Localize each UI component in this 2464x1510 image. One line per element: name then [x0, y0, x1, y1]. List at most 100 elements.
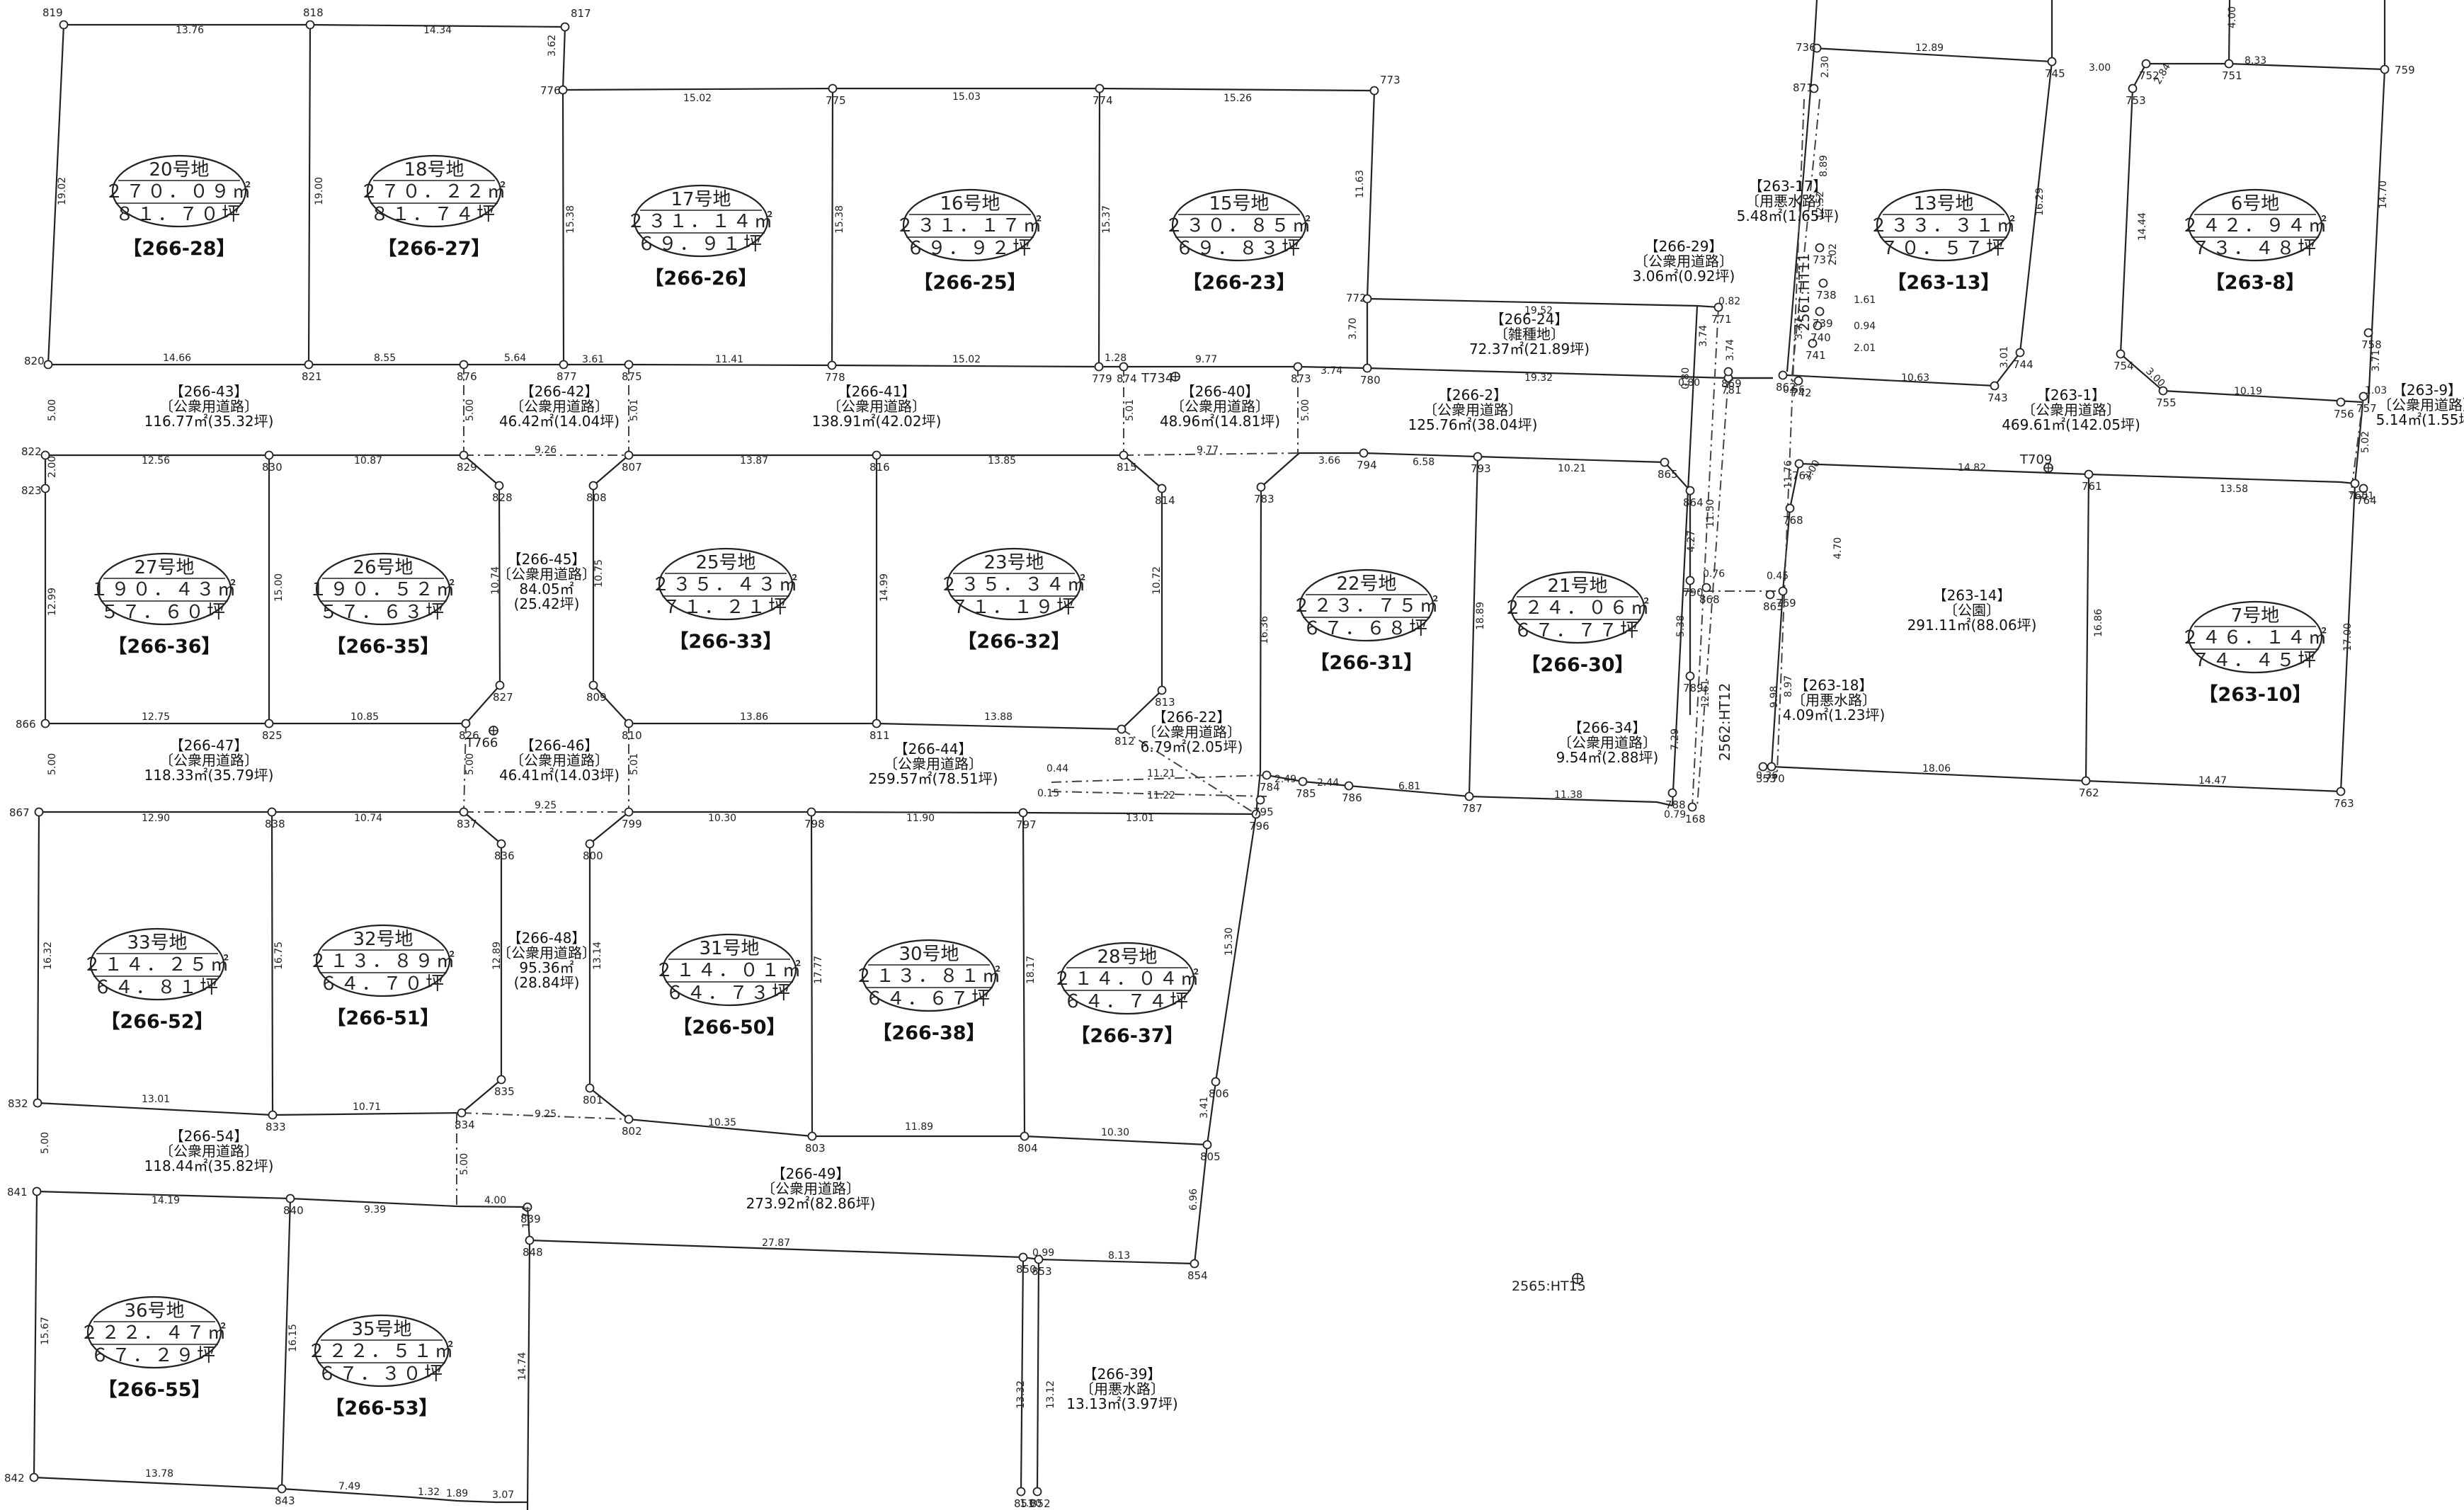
survey-point-marker — [495, 680, 505, 690]
benchmark-t709: T709 — [2019, 452, 2053, 473]
lot-area: ２４２．９４㎡ — [2181, 215, 2329, 236]
road-label: 【266-48】〔公衆用道路〕95.36㎡(28.84坪) — [497, 930, 596, 991]
survey-point-marker — [2359, 391, 2368, 401]
road-code: 【266-46】 — [520, 737, 599, 754]
survey-point-label: 819 — [42, 6, 63, 19]
road-area: 95.36㎡ — [519, 959, 574, 976]
lot-code: 【266-30】 — [1521, 654, 1633, 676]
svg-text:10.63: 10.63 — [1901, 372, 1929, 384]
survey-point-label: 850 — [1016, 1263, 1037, 1276]
svg-text:8.55: 8.55 — [374, 353, 396, 364]
survey-point-marker — [1767, 762, 1776, 772]
survey-point-label: 848 — [523, 1246, 543, 1259]
lot-tsubo: ５７．６３坪 — [319, 602, 447, 623]
survey-point-marker — [1685, 671, 1695, 681]
survey-point-marker — [304, 360, 314, 370]
survey-point-label: 775 — [826, 94, 846, 107]
svg-text:0.76: 0.76 — [1703, 568, 1725, 580]
lot-oval — [89, 927, 225, 1001]
lot-area: ２１３．８９㎡ — [309, 951, 457, 972]
survey-point-label: 741 — [1806, 349, 1826, 362]
lot-area: １９０．４３㎡ — [90, 579, 239, 600]
survey-point-label: 353 — [1756, 772, 1776, 785]
svg-text:18.89: 18.89 — [1475, 602, 1486, 630]
survey-point-marker — [807, 1131, 817, 1141]
survey-point-marker — [1202, 1140, 1212, 1150]
survey-point-marker — [264, 450, 274, 460]
lot-area: ２３５．４３㎡ — [651, 574, 800, 595]
svg-text:4.70: 4.70 — [1832, 537, 1844, 559]
survey-point-label: 744 — [2013, 358, 2034, 371]
survey-point-label: 776 — [540, 84, 561, 97]
lot-oval — [1059, 942, 1195, 1015]
road-area: 46.42㎡(14.04坪) — [499, 413, 620, 430]
survey-point-label: 812 — [1114, 735, 1135, 748]
lot-tsubo: ６９．８３坪 — [1175, 238, 1303, 259]
survey-point-marker — [525, 1235, 535, 1245]
lot-tsubo: ７０．５７坪 — [1880, 238, 2007, 259]
lot-code: 【263-10】 — [2198, 684, 2311, 706]
svg-text:3.74: 3.74 — [1321, 365, 1342, 377]
survey-point-label: 863 — [1763, 600, 1784, 613]
survey-point-label: 867 — [9, 806, 30, 819]
survey-point-marker — [1251, 809, 1261, 819]
survey-point-label: 740 — [1810, 331, 1831, 344]
svg-text:13.01: 13.01 — [142, 1094, 170, 1105]
lot-oval — [633, 184, 769, 258]
lot-code: 【266-26】 — [644, 268, 757, 290]
road-area: 125.76㎡(38.04坪) — [1408, 416, 1538, 433]
lot-name: 7号地 — [2231, 605, 2280, 627]
survey-point-label: 826 — [459, 729, 479, 742]
survey-point-marker — [1032, 1487, 1042, 1497]
survey-point-label: 803 — [805, 1142, 826, 1155]
svg-text:5.00: 5.00 — [459, 1153, 470, 1175]
survey-point-label: 801 — [583, 1094, 603, 1106]
svg-text:13.58: 13.58 — [2220, 484, 2248, 495]
survey-point-label: 779 — [1092, 372, 1112, 385]
road-use: 〔雑種地〕 — [1494, 326, 1565, 343]
survey-point-marker — [1815, 243, 1825, 253]
svg-text:15.37: 15.37 — [1101, 205, 1112, 234]
svg-text:11.22: 11.22 — [1147, 790, 1175, 801]
survey-point-label: 815 — [1117, 461, 1137, 474]
svg-text:11.21: 11.21 — [1147, 768, 1175, 779]
survey-point-label: 739 — [1813, 317, 1833, 330]
survey-point-marker — [2116, 349, 2126, 359]
survey-point-label: 816 — [869, 461, 890, 474]
road-code: 【266-24】 — [1490, 311, 1569, 328]
road-use: 〔公衆用道路〕 — [761, 1180, 860, 1197]
svg-text:2.44: 2.44 — [1317, 777, 1339, 789]
survey-point-marker — [1157, 484, 1167, 493]
svg-text:19.00: 19.00 — [314, 177, 325, 205]
svg-text:8.89: 8.89 — [1818, 155, 1830, 177]
survey-point-marker — [1758, 762, 1768, 772]
survey-point-label: 869 — [1721, 377, 1742, 390]
road-area: 5.14㎡(1.55坪) — [2376, 411, 2464, 428]
road-label: 【266-45】〔公衆用道路〕84.05㎡(25.42坪) — [497, 551, 596, 612]
svg-text:0.99: 0.99 — [1032, 1247, 1054, 1259]
survey-point-marker — [1255, 795, 1265, 805]
lot-name: 17号地 — [671, 189, 731, 210]
road-code: 【266-54】 — [170, 1128, 249, 1145]
survey-point-marker — [1262, 770, 1272, 780]
svg-text:1.74: 1.74 — [521, 1206, 532, 1228]
svg-text:T734: T734 — [1141, 371, 1173, 386]
svg-text:5.38: 5.38 — [1675, 615, 1687, 637]
survey-point-label: 762 — [2079, 787, 2099, 799]
road-area: 46.41㎡(14.03坪) — [499, 767, 620, 784]
survey-point-marker — [827, 360, 837, 370]
road-code: 【266-47】 — [170, 737, 249, 754]
road-label: 【263-18】〔用悪水路〕4.09㎡(1.23坪) — [1783, 677, 1886, 723]
svg-text:9.77: 9.77 — [1197, 445, 1219, 456]
lot-area: ２１４．０４㎡ — [1053, 968, 1202, 990]
svg-text:10.74: 10.74 — [490, 566, 501, 595]
svg-text:3.70: 3.70 — [1347, 318, 1359, 340]
survey-point-label: 800 — [583, 850, 603, 862]
survey-point-marker — [806, 807, 816, 817]
survey-point-label: 758 — [2361, 338, 2382, 351]
svg-text:4.00: 4.00 — [484, 1195, 506, 1206]
svg-text:12.52: 12.52 — [1815, 191, 1826, 219]
survey-point-label: 851 — [1014, 1497, 1034, 1510]
